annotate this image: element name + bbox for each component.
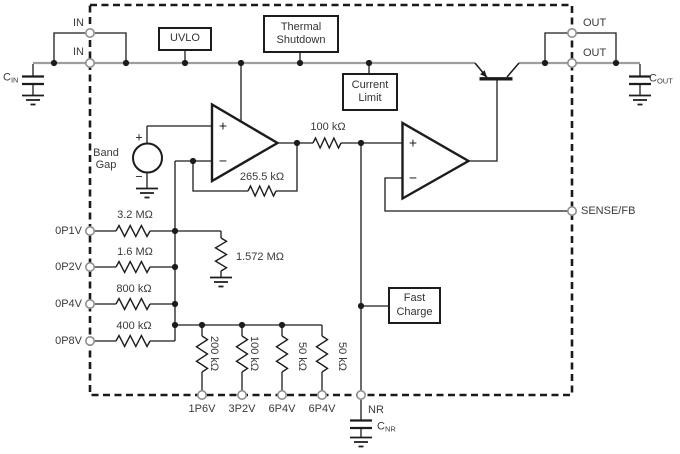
pin-0p4v — [85, 298, 96, 309]
band-gap-label: Band Gap — [93, 146, 119, 171]
ground-bandgap — [136, 187, 158, 199]
amp2-minus-sign: − — [408, 169, 418, 186]
pin-in-top — [85, 27, 96, 38]
resistor-50k-b — [315, 335, 329, 373]
cout-label: COUT — [649, 72, 673, 86]
3p2v-label: 3P2V — [228, 402, 256, 415]
resistor-800k — [115, 296, 151, 312]
in-top-label: IN — [73, 16, 84, 29]
0p8v-label: 0P8V — [55, 334, 82, 347]
r-series-label: 100 kΩ — [310, 120, 346, 133]
resistor-100k — [235, 335, 249, 373]
current-limit-label: Current Limit — [351, 78, 389, 104]
amp1-minus-sign: − — [218, 152, 228, 169]
pin-sense-fb — [566, 206, 577, 217]
in-bottom-label: IN — [73, 45, 84, 58]
error-amp-2 — [401, 120, 471, 201]
resistor-1p572meg — [214, 237, 228, 272]
fast-charge-label: Fast Charge — [396, 292, 433, 318]
r-200k-label: 200 kΩ — [208, 336, 220, 372]
pin-0p8v — [85, 335, 96, 346]
0p1v-label: 0P1V — [55, 224, 82, 237]
resistor-feedback-265k — [247, 184, 277, 198]
sense-fb-label: SENSE/FB — [581, 204, 636, 217]
resistor-series-100k — [312, 136, 342, 150]
fast-charge-block: Fast Charge — [388, 287, 441, 324]
resistor-1p6meg — [115, 259, 151, 275]
pin-in-bottom — [85, 57, 96, 68]
r-1p6meg-label: 1.6 MΩ — [117, 245, 153, 258]
nr-label: NR — [368, 403, 384, 416]
out-top-label: OUT — [583, 16, 607, 29]
pin-3p2v — [237, 389, 248, 400]
pin-6p4v-b — [316, 389, 327, 400]
bandgap-minus-sign: − — [135, 169, 143, 184]
uvlo-block: UVLO — [158, 27, 212, 51]
ground-cout — [629, 94, 651, 106]
ground-cin — [22, 94, 44, 106]
capacitor-cnr — [350, 419, 372, 430]
r-feedback-label: 265.5 kΩ — [239, 170, 285, 183]
error-amp-1 — [210, 102, 280, 184]
band-gap-source — [132, 142, 163, 174]
pass-transistor — [474, 62, 520, 81]
resistor-200k — [195, 335, 209, 373]
amp1-plus-sign: + — [218, 117, 228, 134]
r-50k-a-label: 50 kΩ — [296, 342, 308, 372]
resistor-50k-a — [275, 335, 289, 373]
pin-out-top — [566, 27, 577, 38]
r-50k-b-label: 50 kΩ — [336, 342, 348, 372]
6p4v-b-label: 6P4V — [308, 402, 336, 415]
thermal-shutdown-label: Thermal Shutdown — [276, 20, 326, 46]
pin-6p4v-a — [276, 389, 287, 400]
ground-cnr — [350, 436, 372, 448]
capacitor-cin — [22, 75, 44, 86]
r-3p2meg-label: 3.2 MΩ — [117, 208, 153, 221]
ground-1p572meg — [210, 276, 232, 288]
pin-out-bottom — [566, 57, 577, 68]
current-limit-block: Current Limit — [342, 73, 398, 111]
r-1p572meg-label: 1.572 MΩ — [236, 250, 284, 263]
thermal-shutdown-block: Thermal Shutdown — [263, 15, 339, 53]
bandgap-plus-sign: + — [135, 130, 143, 145]
r-400k-label: 400 kΩ — [116, 319, 152, 332]
pin-1p6v — [197, 389, 208, 400]
6p4v-a-label: 6P4V — [268, 402, 296, 415]
pin-terminals — [85, 27, 577, 400]
junction-dots — [50, 59, 620, 329]
r-800k-label: 800 kΩ — [116, 282, 152, 295]
capacitor-cout — [629, 75, 651, 86]
pin-0p1v — [85, 226, 96, 237]
resistor-3p2meg — [115, 223, 151, 239]
cin-label: CIN — [3, 71, 19, 85]
1p6v-label: 1P6V — [188, 402, 216, 415]
uvlo-label: UVLO — [170, 32, 200, 45]
0p2v-label: 0P2V — [55, 260, 82, 273]
pin-0p2v — [85, 261, 96, 272]
resistor-400k — [115, 333, 151, 349]
r-100k-label: 100 kΩ — [248, 336, 260, 372]
amp2-plus-sign: + — [408, 134, 418, 151]
cnr-label: CNR — [377, 420, 396, 434]
pin-nr — [355, 389, 366, 400]
0p4v-label: 0P4V — [55, 297, 82, 310]
out-bottom-label: OUT — [583, 46, 607, 59]
